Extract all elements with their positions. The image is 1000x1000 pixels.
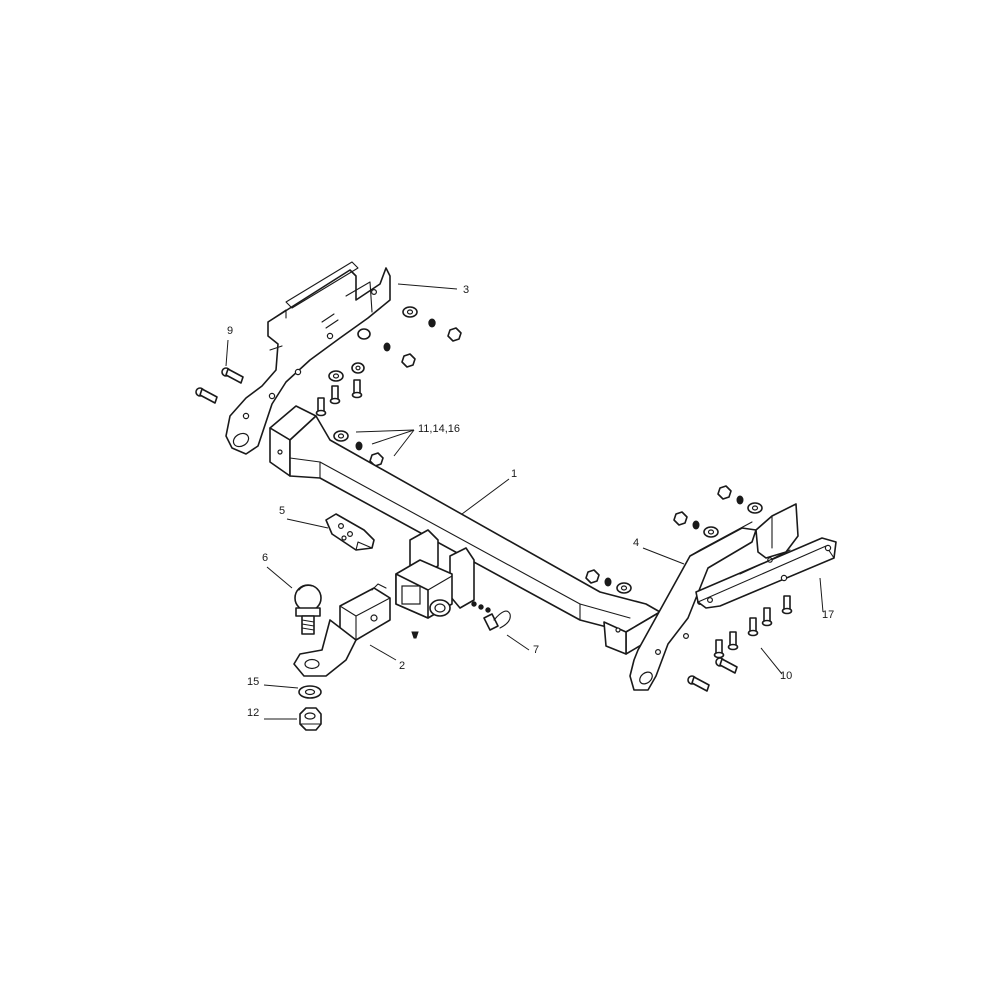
leader-lines (225, 283, 824, 720)
bolt-upper (221, 367, 244, 384)
right-bolts (687, 595, 793, 692)
callout-4: 4 (633, 537, 639, 549)
callout-6: 6 (262, 552, 268, 564)
callout-17: 17 (822, 609, 834, 621)
tow-ball (294, 584, 322, 635)
right-bolt-d (761, 607, 773, 627)
left-mounting-bracket (225, 261, 391, 455)
right-bolt-b (727, 631, 739, 651)
vertical-bolt-b (329, 385, 341, 405)
small-pin (411, 631, 419, 639)
callout-7: 7 (533, 644, 539, 656)
right-bolt-a (713, 639, 725, 659)
callout-2: 2 (399, 660, 405, 672)
right-bolt-horizontal-b (687, 675, 710, 692)
main-crossbar (269, 405, 661, 655)
callout-5: 5 (279, 505, 285, 517)
left-bolts (195, 367, 363, 417)
right-bolt-c (747, 617, 759, 637)
right-bolt-e (781, 595, 793, 615)
callout-15: 15 (247, 676, 259, 688)
hitch-pin-clip (471, 601, 511, 631)
callout-12: 12 (247, 707, 259, 719)
callout-1: 1 (511, 468, 517, 480)
washer (298, 685, 322, 699)
right-mounting-bracket (629, 503, 837, 691)
callout-10: 10 (780, 670, 792, 682)
bolt-lower (195, 387, 218, 404)
callout-11-14-16: 11,14,16 (418, 423, 460, 435)
callout-labels: 1 2 3 4 5 6 7 9 10 11,14,16 12 15 17 (227, 284, 834, 719)
vertical-bolt-c (351, 379, 363, 399)
callout-3: 3 (463, 284, 469, 296)
electrical-socket-plate (325, 513, 375, 551)
hex-nut (299, 707, 322, 731)
right-side-fasteners (585, 485, 763, 594)
ball-mount (293, 583, 391, 677)
vertical-bolt-a (315, 397, 327, 417)
callout-9: 9 (227, 325, 233, 337)
right-bolt-horizontal-a (715, 657, 738, 674)
receiver-hitch (395, 529, 475, 619)
left-bracket-fasteners (328, 306, 462, 467)
